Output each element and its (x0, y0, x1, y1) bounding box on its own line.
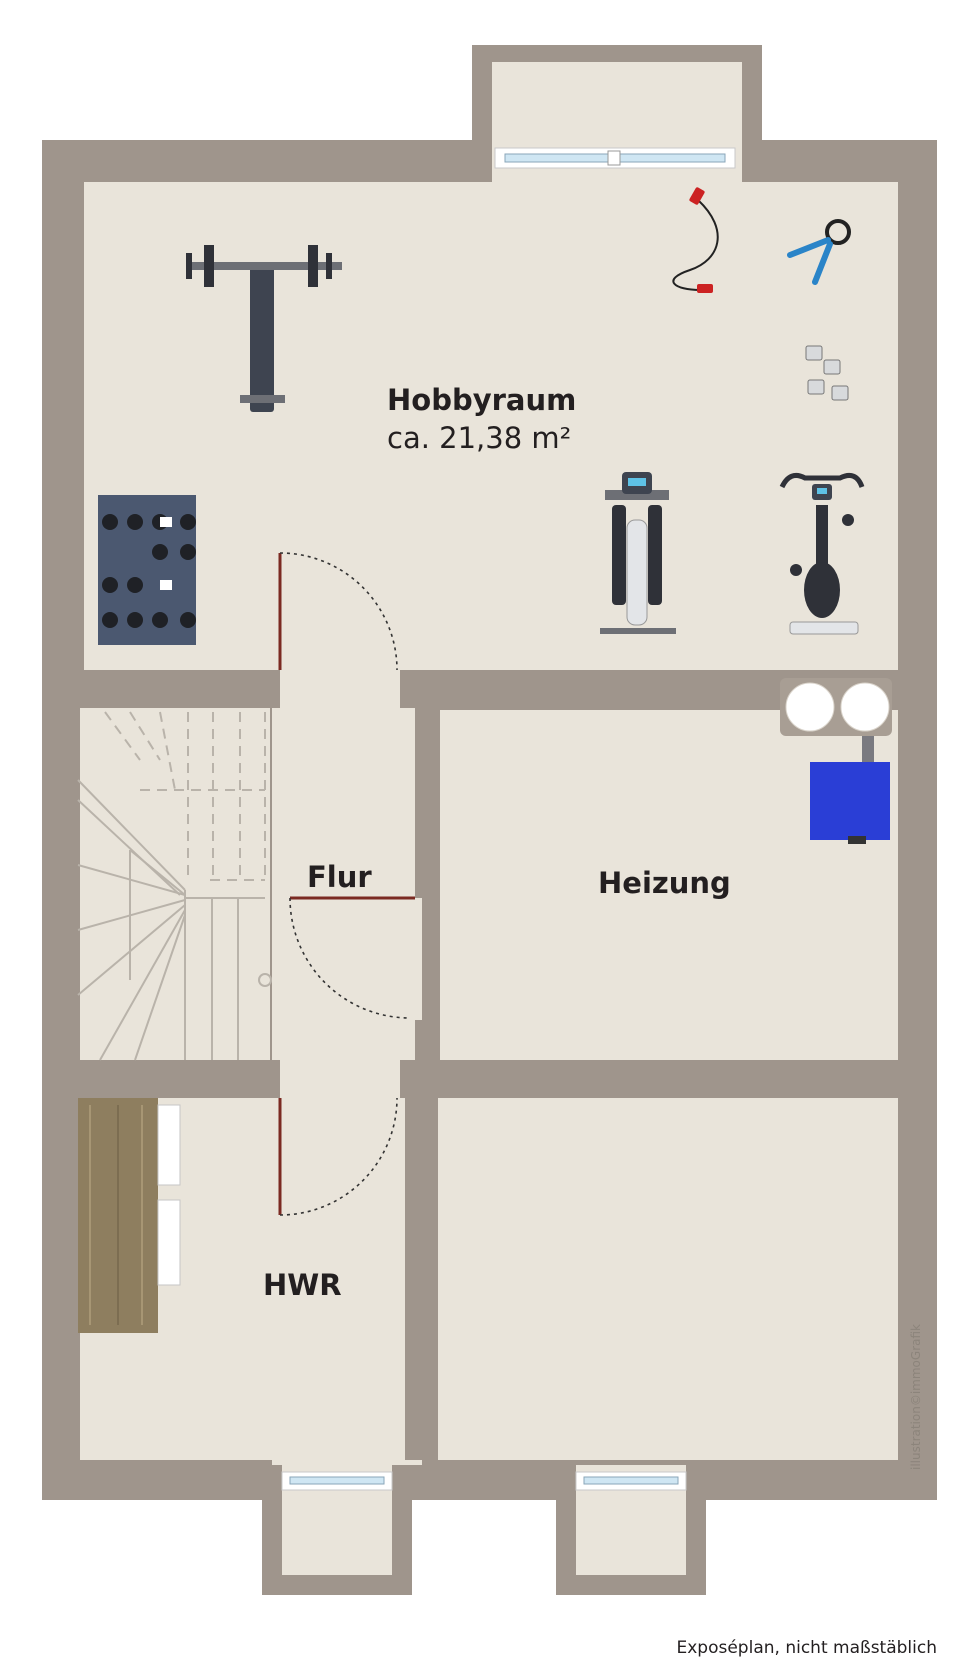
lower-right-room-floor (438, 1098, 898, 1460)
credit-watermark: illustration©immoGrafik (909, 1324, 923, 1470)
window-bottom-left (281, 1471, 393, 1491)
floor-areas (80, 62, 898, 1575)
boiler-icon (810, 736, 890, 844)
dumbbell-rack-icon (98, 495, 196, 645)
worktop-icon (78, 1098, 158, 1333)
window-bottom-right (575, 1471, 687, 1491)
heizung-label: Heizung (598, 866, 731, 900)
dryer-icon (157, 1199, 181, 1286)
small-dumbbells-icon (805, 345, 849, 401)
exercise-bike-icon (779, 473, 865, 635)
stair-floor (80, 705, 270, 1060)
hobbyraum-label: Hobbyraum (387, 383, 576, 417)
window-top (494, 147, 736, 169)
hwr-label: HWR (263, 1268, 342, 1302)
doors (278, 552, 415, 1216)
water-tank-icon (780, 678, 892, 736)
resistance-band-icon (672, 187, 719, 293)
hand-gripper-icon (787, 219, 851, 285)
barbell-bench-icon (186, 245, 342, 412)
hobbyraum-area: ca. 21,38 m² (387, 421, 571, 455)
elliptical-trainer-icon (600, 472, 676, 634)
footer-note: Exposéplan, nicht maßstäblich (676, 1638, 938, 1658)
staircase-icon (77, 711, 272, 1061)
washing-machine-icon (157, 1104, 181, 1186)
flur-label: Flur (307, 860, 372, 894)
